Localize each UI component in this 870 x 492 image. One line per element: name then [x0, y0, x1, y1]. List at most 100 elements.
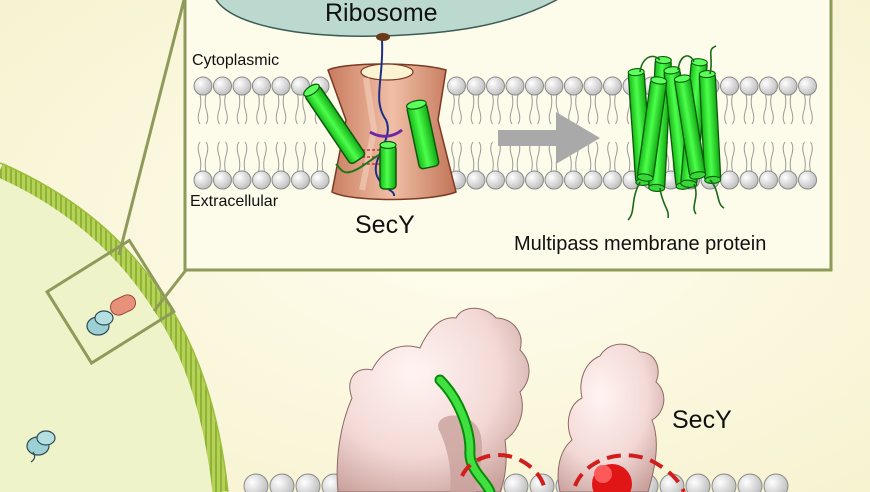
lipid-bilayer	[193, 76, 817, 190]
lipid-head	[243, 473, 269, 492]
cell-membrane-edge	[0, 162, 229, 492]
lipid-head	[763, 473, 789, 492]
lipid-tail	[763, 93, 774, 125]
ribosome-label: Ribosome	[325, 0, 438, 27]
lipid-tail	[743, 141, 755, 173]
lipid-head	[720, 170, 739, 190]
lipid-head	[447, 76, 466, 96]
lipid-head	[759, 170, 778, 190]
helix	[636, 76, 668, 182]
lipid-head	[685, 473, 711, 492]
lipid-head	[564, 76, 583, 96]
lipid-head	[798, 170, 817, 190]
loop	[677, 55, 695, 71]
lipid-tail	[451, 93, 462, 125]
lipid-head	[505, 76, 525, 96]
lipid-tail	[743, 93, 755, 125]
loop	[639, 55, 661, 73]
lipid-head	[295, 473, 321, 492]
lipid-head	[466, 76, 486, 96]
lipid-tail	[509, 93, 521, 125]
lipid-head	[505, 170, 525, 190]
lipid-head	[486, 170, 505, 190]
lipid-head	[213, 170, 232, 190]
lipid-tail	[197, 141, 209, 173]
lipid-head	[544, 76, 564, 96]
transition-arrow	[498, 112, 600, 164]
lipid-tail	[217, 93, 228, 125]
lipid-head	[739, 76, 759, 96]
lipid-tail	[295, 141, 306, 173]
loop	[709, 45, 717, 75]
lipid-head	[739, 170, 759, 190]
lipid-tail	[587, 93, 599, 125]
lipid-head	[271, 170, 291, 190]
lipid-head	[778, 76, 798, 96]
lipid-head	[232, 170, 252, 190]
lipid-head	[252, 76, 271, 96]
lipid-tail	[275, 93, 287, 125]
lipid-head	[525, 170, 544, 190]
lipid-tail	[802, 93, 813, 125]
lipid-head	[291, 170, 310, 190]
membrane-secy-mini	[86, 294, 137, 336]
lipid-head	[466, 170, 486, 190]
lipid-tail	[607, 141, 618, 173]
loop	[627, 181, 641, 221]
lipid-tail	[197, 93, 209, 125]
lipid-head	[564, 170, 583, 190]
lipid-head	[711, 473, 737, 492]
loop	[693, 183, 697, 215]
lipid-tail	[763, 141, 774, 173]
extracellular-label: Extracellular	[190, 193, 279, 210]
lipid-head	[737, 473, 763, 492]
lipid-head	[269, 473, 295, 492]
lipid-head	[213, 76, 232, 96]
cell-membrane	[0, 163, 228, 492]
lipid-head	[271, 76, 291, 96]
lipid-head	[193, 170, 213, 190]
helix	[698, 70, 722, 184]
lipid-head	[778, 170, 798, 190]
lipid-tail	[782, 93, 794, 125]
lipid-tail	[470, 93, 482, 125]
lipid-tail	[256, 141, 267, 173]
lipid-tail	[607, 93, 618, 125]
lipid-tail	[256, 93, 267, 125]
lipid-tail	[217, 141, 228, 173]
zoom-line-top	[117, 0, 186, 256]
lipid-head	[544, 170, 564, 190]
lipid-tail	[782, 141, 794, 173]
lipid-tail	[470, 141, 482, 173]
loop	[659, 187, 670, 219]
lipid-head	[583, 76, 603, 96]
lipid-tail	[275, 141, 287, 173]
lipid-head	[252, 170, 271, 190]
secy-helices	[303, 83, 440, 190]
zoom-line-bottom	[152, 269, 188, 312]
lipid-tail	[724, 93, 735, 125]
lipid-tail	[295, 93, 306, 125]
lipid-tail	[451, 141, 462, 173]
lipid-head	[486, 76, 505, 96]
lipid-tail	[724, 141, 735, 173]
lipid-tail	[236, 93, 248, 125]
helix	[673, 74, 707, 180]
lipid-tail	[490, 93, 501, 125]
lipid-head	[525, 76, 544, 96]
cytoplasmic-label: Cytoplasmic	[192, 52, 280, 69]
lipid-tail	[529, 93, 540, 125]
lipid-head	[603, 76, 622, 96]
lipid-tail	[314, 141, 326, 173]
lipid-tail	[802, 141, 813, 173]
lipid-head	[798, 76, 817, 96]
lipid-head	[503, 473, 529, 492]
secy-structure-label: SecY	[672, 406, 732, 434]
lipid-head	[603, 170, 622, 190]
multipass-protein	[627, 45, 725, 221]
cell-interior	[0, 178, 212, 492]
lipid-head	[583, 170, 603, 190]
lipid-head	[720, 76, 739, 96]
lipid-tail	[236, 141, 248, 173]
